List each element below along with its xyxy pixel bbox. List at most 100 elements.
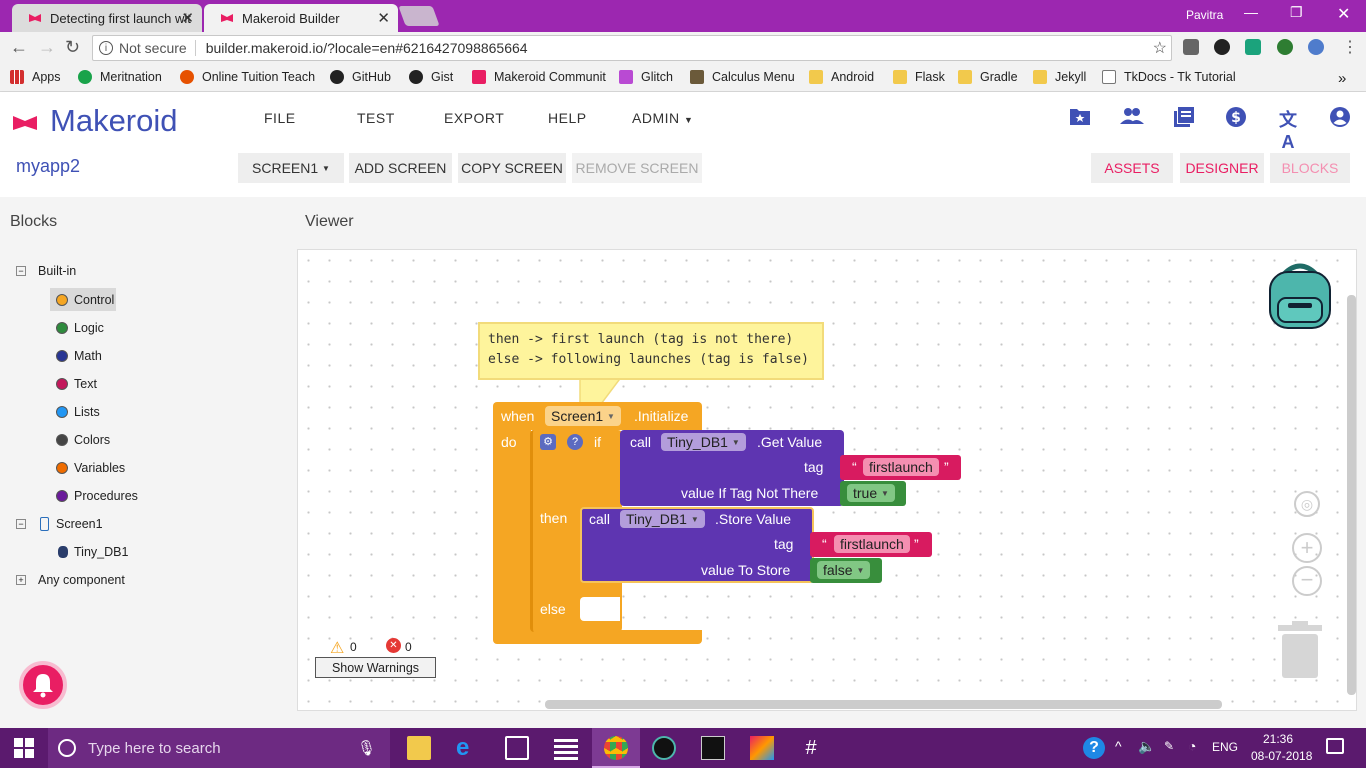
microphone-icon[interactable]: 🎙 — [356, 740, 376, 757]
bookmark-item[interactable]: Makeroid Communit — [472, 70, 606, 84]
bookmark-item[interactable]: Gist — [409, 70, 453, 84]
block-comment[interactable]: then -> first launch (tag is not there) … — [478, 322, 824, 380]
chrome-menu-icon[interactable]: ⋮ — [1342, 39, 1358, 56]
people-icon[interactable] — [1120, 106, 1144, 130]
component-dropdown[interactable]: Screen1 ▼ — [545, 406, 621, 426]
taskbar-search-box[interactable]: Type here to search 🎙 — [48, 728, 390, 768]
clock-date[interactable]: 08-07-2018 — [1251, 749, 1313, 763]
forward-icon[interactable]: → — [38, 37, 56, 57]
pen-icon[interactable]: ✎ — [1164, 739, 1175, 753]
reload-icon[interactable]: ↻ — [65, 37, 81, 57]
file-explorer-icon[interactable] — [407, 736, 431, 760]
trash-icon[interactable] — [1276, 620, 1324, 680]
browser-tab[interactable]: Detecting first launch wit ✕ — [12, 4, 202, 32]
menu-admin[interactable]: ADMIN ▼ — [632, 110, 694, 126]
tree-item-variables[interactable]: Variables — [56, 461, 125, 475]
tree-item-colors[interactable]: Colors — [56, 433, 110, 447]
bookmark-item[interactable]: Flask — [893, 70, 945, 84]
tree-item-procedures[interactable]: Procedures — [56, 489, 138, 503]
gitkraken-icon[interactable] — [652, 736, 676, 760]
bookmark-item[interactable]: Calculus Menu — [690, 70, 795, 84]
tree-item-lists[interactable]: Lists — [56, 405, 100, 419]
donate-dollar-icon[interactable]: $ — [1224, 106, 1248, 130]
mutator-gear-icon[interactable]: ⚙ — [540, 434, 556, 450]
menu-file[interactable]: FILE — [264, 110, 296, 126]
text-input[interactable]: firstlaunch — [863, 458, 939, 476]
backpack-icon[interactable] — [1264, 260, 1336, 332]
text-input[interactable]: firstlaunch — [834, 535, 910, 553]
account-icon[interactable] — [1328, 106, 1352, 130]
tree-builtin[interactable]: − Built-in — [16, 264, 76, 278]
slack-icon[interactable]: # — [805, 737, 817, 759]
assets-button[interactable]: ASSETS — [1091, 153, 1173, 183]
my-projects-icon[interactable] — [1068, 106, 1092, 130]
close-window-icon[interactable]: ✕ — [1337, 6, 1351, 23]
tinydb-dropdown[interactable]: Tiny_DB1 ▼ — [620, 510, 705, 528]
bookmark-item[interactable]: Android — [809, 70, 874, 84]
collapse-icon[interactable]: − — [16, 266, 26, 276]
bookmark-star-icon[interactable]: ☆ — [1152, 40, 1167, 57]
tree-item-math[interactable]: Math — [56, 349, 102, 363]
new-tab-button[interactable] — [398, 6, 440, 26]
close-tab-icon[interactable]: ✕ — [377, 10, 390, 27]
bookmark-item[interactable]: Glitch — [619, 70, 673, 84]
windows-start-icon[interactable] — [14, 738, 38, 762]
menu-test[interactable]: TEST — [357, 110, 395, 126]
bookmark-item[interactable]: Gradle — [958, 70, 1018, 84]
notifications-bell-button[interactable] — [19, 661, 67, 709]
back-icon[interactable]: ← — [10, 37, 28, 57]
brand-title[interactable]: Makeroid — [50, 103, 178, 138]
bookmark-apps[interactable]: Apps — [10, 70, 61, 84]
vertical-scrollbar[interactable] — [1347, 295, 1356, 695]
translate-icon[interactable]: 文A — [1279, 110, 1297, 152]
maximize-icon[interactable]: ❐ — [1290, 4, 1303, 20]
chrome-taskbar-item[interactable] — [592, 728, 640, 768]
address-bar[interactable]: i Not secure builder.makeroid.io/?locale… — [92, 35, 1172, 61]
zoom-out-icon[interactable]: − — [1292, 566, 1322, 596]
collapse-icon[interactable]: − — [16, 519, 26, 529]
action-center-icon[interactable] — [1326, 738, 1344, 754]
store-icon[interactable] — [505, 736, 529, 760]
sync-extension-icon[interactable] — [1308, 39, 1324, 55]
blocks-button[interactable]: BLOCKS — [1270, 153, 1350, 183]
menu-export[interactable]: EXPORT — [444, 110, 505, 126]
menu-help[interactable]: HELP — [548, 110, 587, 126]
tree-item-logic[interactable]: Logic — [56, 321, 104, 335]
jetbrains-extension-icon[interactable] — [1183, 39, 1199, 55]
tree-screen1[interactable]: − Screen1 — [16, 517, 103, 531]
recenter-icon[interactable]: ◎ — [1294, 491, 1320, 517]
bookmark-item[interactable]: Jekyll — [1033, 70, 1086, 84]
m-extension-icon[interactable] — [1214, 39, 1230, 55]
boolean-dropdown[interactable]: true ▼ — [847, 484, 895, 502]
designer-button[interactable]: DESIGNER — [1180, 153, 1264, 183]
bookmark-item[interactable]: GitHub — [330, 70, 391, 84]
info-icon[interactable]: i — [99, 41, 113, 55]
jetbrains-toolbox-icon[interactable] — [750, 736, 774, 760]
bookmark-item[interactable]: TkDocs - Tk Tutorial — [1102, 70, 1236, 84]
wifi-icon[interactable]: ◔ — [1188, 738, 1197, 754]
library-icon[interactable] — [1172, 106, 1196, 130]
tree-any-component[interactable]: + Any component — [16, 573, 125, 587]
copy-screen-button[interactable]: COPY SCREEN — [458, 153, 566, 183]
bookmark-item[interactable]: Online Tuition Teach — [180, 70, 315, 84]
add-screen-button[interactable]: ADD SCREEN — [349, 153, 452, 183]
minimize-icon[interactable]: — — [1244, 4, 1258, 20]
profile-name[interactable]: Pavitra — [1186, 8, 1224, 22]
bookmark-item[interactable]: Meritnation — [78, 70, 162, 84]
volume-icon[interactable]: 🔈 — [1138, 738, 1156, 754]
show-hidden-icons[interactable]: ^ — [1115, 738, 1122, 754]
remove-screen-button[interactable]: REMOVE SCREEN — [572, 153, 702, 183]
tree-item-text[interactable]: Text — [56, 377, 97, 391]
terminal-icon[interactable] — [701, 736, 725, 760]
screen-selector[interactable]: SCREEN1 ▼ — [238, 153, 344, 183]
clock-time[interactable]: 21:36 — [1263, 732, 1294, 746]
browser-tab-active[interactable]: Makeroid Builder ✕ — [204, 4, 398, 32]
zoom-in-icon[interactable]: + — [1292, 533, 1322, 563]
expand-icon[interactable]: + — [16, 575, 26, 585]
help-icon[interactable]: ? — [1083, 737, 1105, 759]
comment-help-icon[interactable]: ? — [567, 434, 583, 450]
language-indicator[interactable]: ENG — [1212, 740, 1239, 754]
show-warnings-button[interactable]: Show Warnings — [315, 657, 436, 678]
horizontal-scrollbar[interactable] — [545, 700, 1222, 709]
close-tab-icon[interactable]: ✕ — [181, 10, 194, 27]
